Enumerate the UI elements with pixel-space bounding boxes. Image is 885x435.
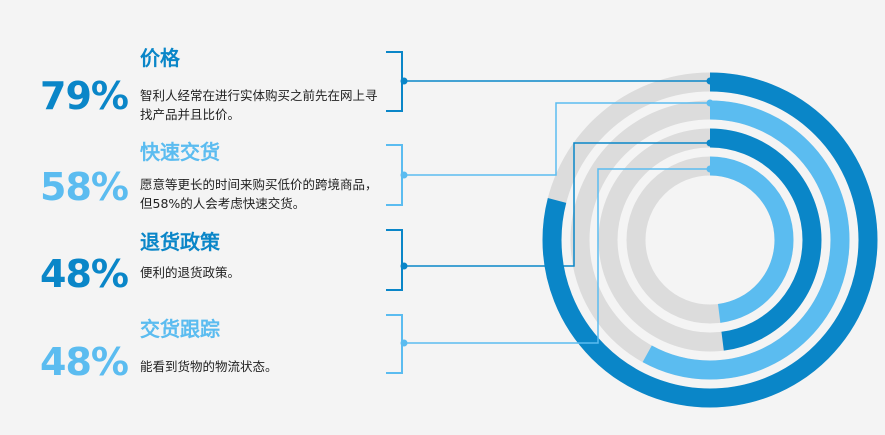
connector-dot-start-1 [400, 171, 408, 179]
description-price: 智利人经常在进行实体购买之前先在网上寻找产品并且比价。 [140, 88, 378, 122]
percent-label-tracking: 48% [40, 340, 129, 384]
title-return-policy: 退货政策 [140, 230, 220, 254]
connector-dot-end-3 [706, 165, 714, 173]
ring-value-2 [598, 128, 822, 352]
title-price: 价格 [140, 46, 180, 70]
description-tracking: 能看到货物的物流状态。 [140, 359, 278, 374]
connector-dot-start-3 [400, 339, 408, 347]
connector-line-2 [404, 142, 710, 267]
percent-label-fast-delivery: 58% [40, 165, 129, 209]
title-fast-delivery: 快速交货 [140, 140, 220, 164]
connector-line-1 [404, 102, 710, 176]
connector-dot-start-0 [400, 77, 408, 85]
percent-label-price: 79% [40, 74, 129, 118]
description-return-policy: 便利的退货政策。 [140, 265, 241, 280]
bracket-3 [386, 314, 403, 374]
ring-value-1 [570, 100, 850, 380]
bracket-0 [386, 51, 403, 112]
percent-label-return-policy: 48% [40, 252, 129, 296]
connector-line-3 [404, 168, 710, 344]
title-tracking: 交货跟踪 [140, 317, 220, 341]
connector-dot-end-1 [706, 99, 714, 107]
bracket-2 [386, 229, 403, 291]
description-fast-delivery: 愿意等更长的时间来购买低价的跨境商品，但58%的人会考虑快速交货。 [140, 177, 378, 211]
bracket-1 [386, 144, 403, 206]
connector-dot-start-2 [400, 262, 408, 270]
connector-dot-end-2 [706, 139, 714, 147]
connector-dot-end-0 [706, 77, 714, 85]
